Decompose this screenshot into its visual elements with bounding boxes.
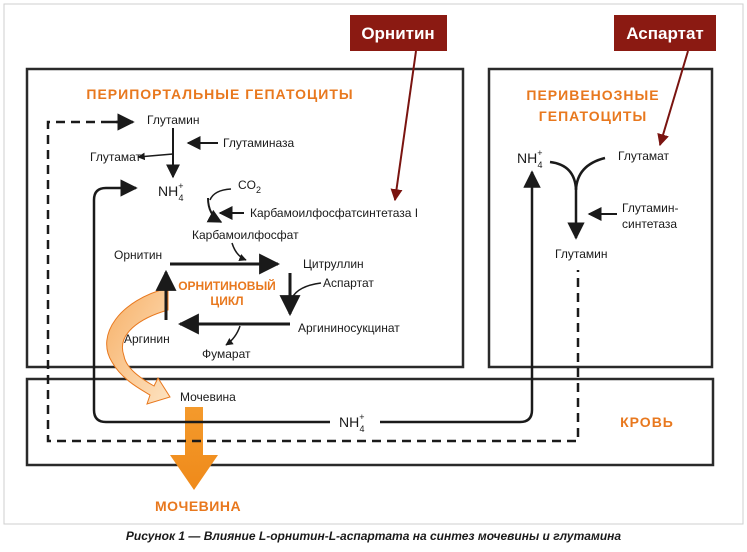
aspartate-tag-arrow [657,50,689,147]
ornithine-tag-label: Орнитин [361,24,434,43]
urea-curved-arrow [106,287,171,405]
aspartate-tag-label: Аспартат [626,24,704,43]
nh4-glutamate-merge [549,156,606,191]
periportal-title: ПЕРИПОРТАЛЬНЫЕ ГЕПАТОЦИТЫ [86,86,353,102]
nh4-to-carbamoyl-arrow [206,197,223,223]
fumarate-arrow [225,325,241,346]
periportal-box [25,67,465,369]
ornithine-tag: Орнитин [350,15,447,51]
citrulline-label: Цитруллин [303,257,364,271]
blood-box [25,377,715,467]
co2-join-line [209,188,232,201]
urea-output-arrow [170,407,218,490]
perivenous-nh4-label: NH+4 [517,148,543,170]
carbamoyl-to-cycle-arrow [231,242,247,261]
figure-caption: Рисунок 1 — Влияние L-орнитин-L-аспартат… [125,529,622,543]
cycle-title-line2: ЦИКЛ [210,294,243,308]
perivenous-box [487,67,714,369]
aspartate-tag: Аспартат [614,15,716,51]
fumarate-label: Фумарат [202,347,251,361]
nh4-label: NH+4 [158,181,184,203]
ornithine-tag-arrow [390,50,417,202]
perivenous-glutamate-label: Глутамат [618,149,670,163]
glutamate-label: Глутамат [90,150,142,164]
blood-urea-label: Мочевина [180,390,236,404]
urea-output-label: МОЧЕВИНА [155,498,241,514]
aspartate-join-line [291,282,322,299]
glutamine-synthetase-line2: синтетаза [622,217,677,231]
nh4-blood-path [92,170,541,424]
cycle-title-line1: ОРНИТИНОВЫЙ [178,278,276,293]
glutaminase-label: Глутаминаза [223,136,294,150]
nh4-blood-label-bg [330,408,380,434]
carbamoyl-phosphate-label: Карбамоилфосфат [192,228,299,242]
perivenous-title-line2: ГЕПАТОЦИТЫ [539,108,647,124]
perivenous-title-line1: ПЕРИВЕНОЗНЫЕ [526,87,659,103]
co2-label: CO2 [238,178,261,195]
glutamine-synthetase-line1: Глутамин- [622,201,678,215]
argininosuccinate-label: Аргининосукцинат [298,321,400,335]
glutamate-side-arrow [137,152,174,161]
perivenous-glutamine-label: Глутамин [555,247,607,261]
glutamine-dashed-path [46,120,580,443]
blood-nh4-label: NH+4 [339,412,365,434]
cps1-label: Карбамоилфосфатсинтетаза I [250,206,418,220]
blood-title: КРОВЬ [620,414,674,430]
arginine-label: Аргинин [124,332,170,346]
ornithine-label: Орнитин [114,248,162,262]
aspartate-label: Аспартат [323,276,374,290]
outer-frame [3,3,744,525]
glutamine-label: Глутамин [147,113,199,127]
